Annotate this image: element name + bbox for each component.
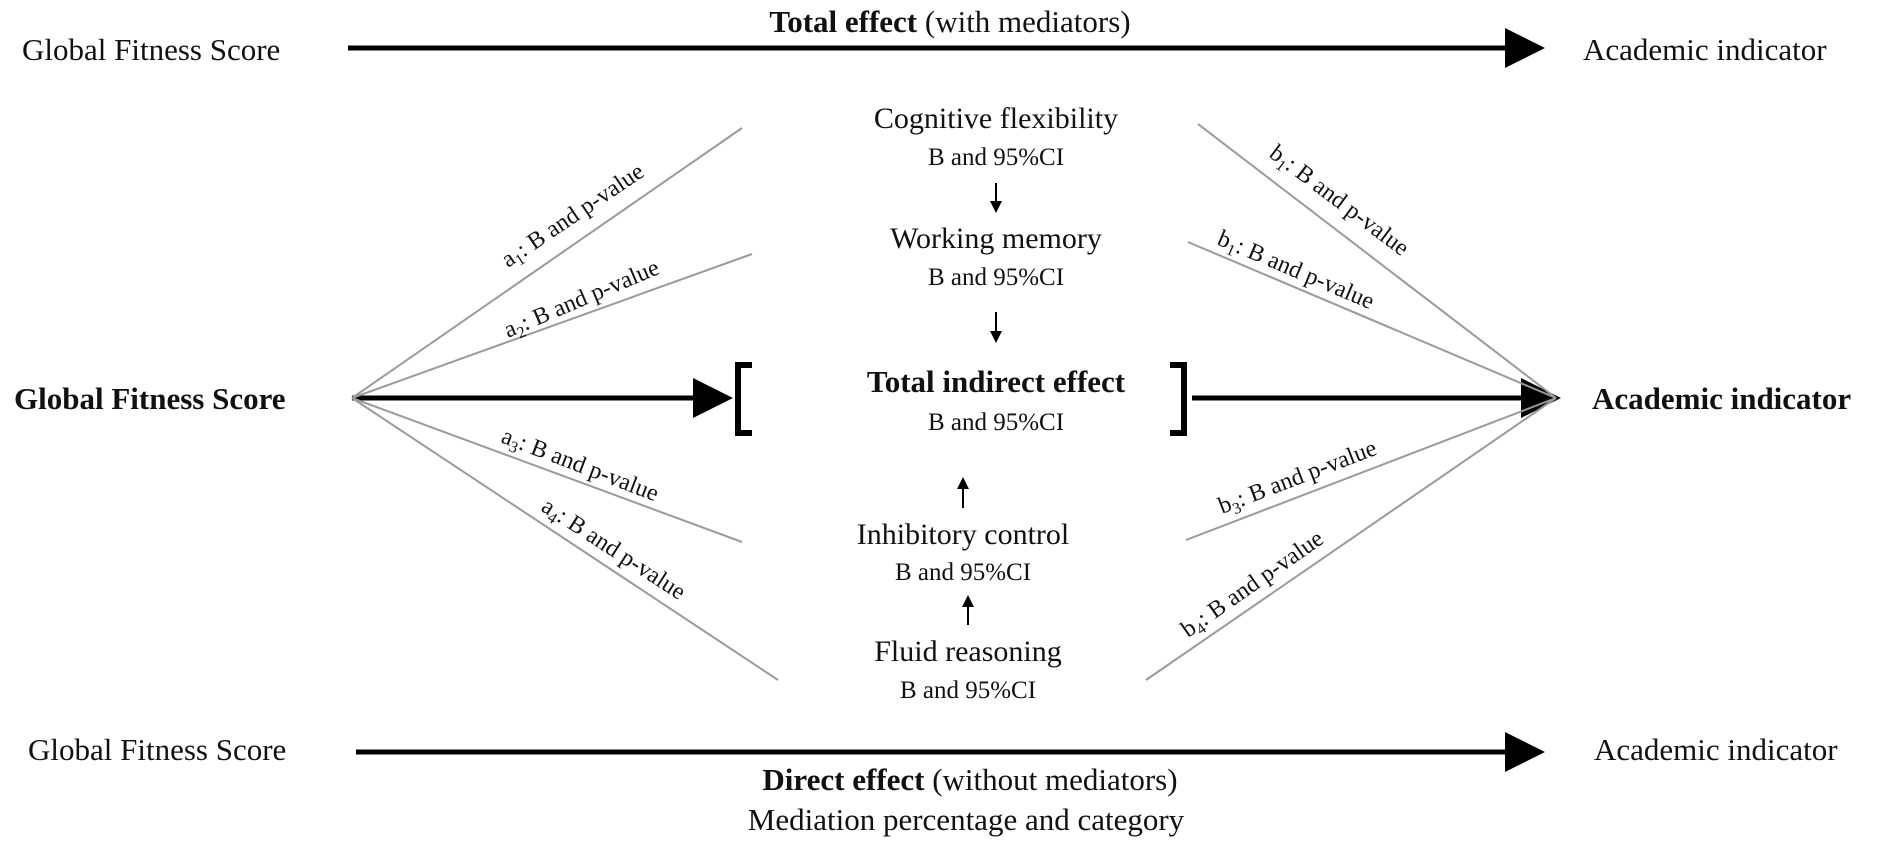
path-b1-line <box>1197 123 1557 399</box>
mediator-name: Working memory <box>890 222 1102 255</box>
path-b1-label: b1: B and p-value <box>1263 140 1414 264</box>
middle-right-label: Academic indicator <box>1592 381 1851 416</box>
path-a1-line <box>351 127 743 399</box>
path-b1-second-line <box>1187 241 1557 399</box>
path-a3-line <box>351 397 743 543</box>
path-b3-label: b3: B and p-value <box>1215 435 1382 522</box>
total-indirect-stat: B and 95%CI <box>928 409 1064 436</box>
path-a2-line <box>351 253 753 399</box>
top-left-label: Global Fitness Score <box>22 32 280 67</box>
mediator-stat: B and 95%CI <box>928 144 1064 171</box>
left-bracket <box>735 362 752 436</box>
bottom-right-label: Academic indicator <box>1594 732 1838 767</box>
mediator-stat: B and 95%CI <box>895 559 1031 586</box>
path-a3-label: a3: B and p-value <box>497 423 662 510</box>
mediation-caption: Mediation percentage and category <box>748 802 1185 837</box>
path-a4-line <box>351 397 779 681</box>
mediator-name: Cognitive flexibility <box>874 102 1118 135</box>
path-a4-label: a4: B and p-value <box>535 493 690 608</box>
path-b3-line <box>1185 397 1557 541</box>
mediator-stat: B and 95%CI <box>900 677 1036 704</box>
right-bracket <box>1170 362 1187 436</box>
mediator-name: Fluid reasoning <box>874 635 1062 668</box>
path-a2-label: a2: B and p-value <box>500 255 664 347</box>
total-effect-title: Total effect (with mediators) <box>769 4 1130 39</box>
path-b4-label: b4: B and p-value <box>1177 526 1331 646</box>
total-indirect-label: Total indirect effect <box>867 364 1126 399</box>
direct-effect-title: Direct effect (without mediators) <box>762 762 1177 797</box>
path-a1-label: a1: B and p-value <box>497 159 651 276</box>
middle-left-label: Global Fitness Score <box>14 381 286 416</box>
bottom-left-label: Global Fitness Score <box>28 732 286 767</box>
mediator-name: Inhibitory control <box>857 518 1069 551</box>
mediator-stat: B and 95%CI <box>928 264 1064 291</box>
path-b1-second-label: b1: B and p-value <box>1212 226 1377 318</box>
top-right-label: Academic indicator <box>1583 32 1827 67</box>
path-b4-line <box>1145 397 1557 681</box>
